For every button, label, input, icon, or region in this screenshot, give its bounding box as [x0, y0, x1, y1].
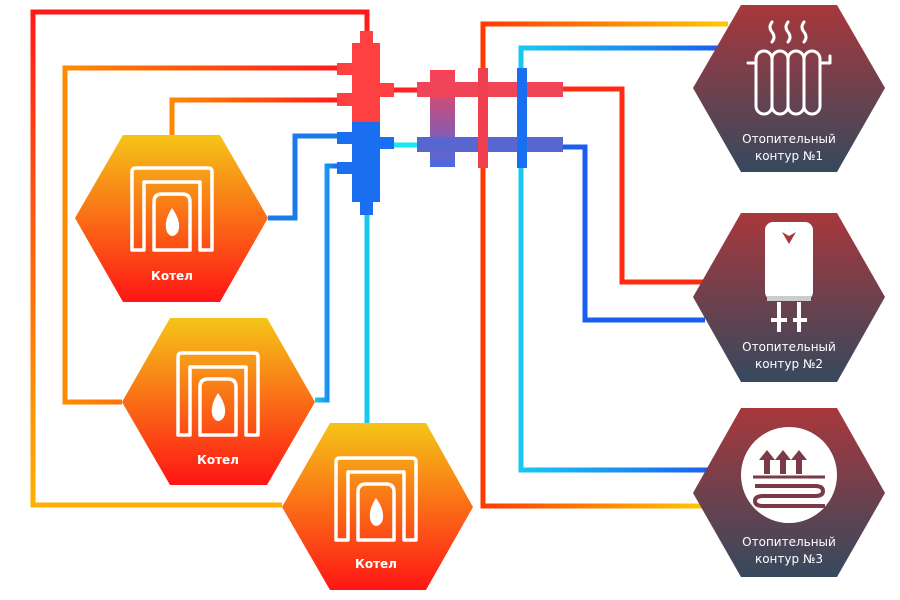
- boiler-collector: [337, 31, 394, 215]
- return-pipe-boiler-2: [315, 163, 340, 403]
- circuit-label-line2: контур №3: [755, 552, 823, 566]
- heating-circuit-2[interactable]: Отопительный контур №2: [693, 213, 885, 382]
- boiler-2[interactable]: Котел: [122, 318, 315, 485]
- boiler-3[interactable]: Котел: [282, 423, 473, 590]
- boiler-label: Котел: [151, 269, 193, 283]
- supply-pipe-circuit-1: [480, 21, 728, 70]
- boiler-label: Котел: [197, 453, 239, 467]
- supply-pipe-boiler-2: [62, 65, 340, 405]
- return-pipe-circuit-2: [563, 144, 705, 323]
- circuit-label-line2: контур №1: [755, 149, 823, 163]
- water-heater-icon: [765, 222, 813, 332]
- boiler-1[interactable]: Котел: [75, 135, 268, 302]
- circuit-label-line1: Отопительный: [742, 535, 836, 549]
- supply-pipe-circuit-3: [480, 165, 705, 509]
- heating-circuit-1[interactable]: Отопительный контур №1: [693, 5, 885, 172]
- supply-pipe-boiler-3: [30, 9, 370, 508]
- supply-pipe-circuit-2: [563, 86, 705, 285]
- boiler-label: Котел: [355, 557, 397, 571]
- boiler-icon: [130, 166, 214, 252]
- radiator-icon: [746, 20, 832, 116]
- return-pipe-boiler-1: [268, 133, 340, 221]
- boiler-icon: [334, 456, 418, 542]
- boiler-icon: [176, 351, 260, 437]
- return-pipe-circuit-1: [518, 45, 722, 70]
- supply-pipe-boiler-1: [169, 97, 340, 135]
- return-pipe-circuit-3: [518, 165, 712, 473]
- heating-circuit-3[interactable]: Отопительный контур №3: [693, 408, 885, 577]
- circuit-label-line2: контур №2: [755, 357, 823, 371]
- distribution-manifold: [417, 68, 563, 168]
- floor-heating-icon: [741, 427, 837, 523]
- circuit-label-line1: Отопительный: [742, 132, 836, 146]
- circuit-label-line1: Отопительный: [742, 340, 836, 354]
